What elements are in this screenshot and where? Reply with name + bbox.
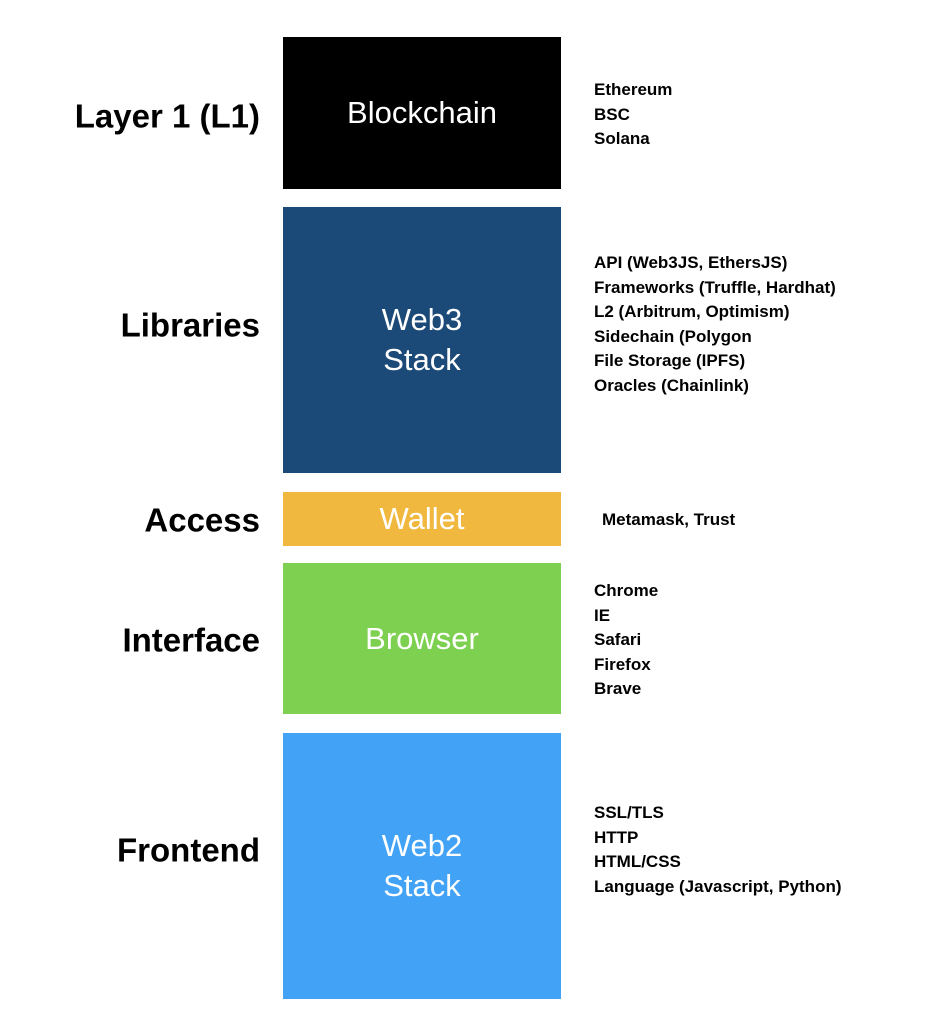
blockchain-block-line1: Blockchain (347, 95, 497, 130)
web3-stack-block: Web3 Stack (283, 207, 561, 473)
web2-stack-block: Web2 Stack (283, 733, 561, 999)
example-item: Metamask, Trust (602, 510, 736, 529)
example-item: Ethereum (594, 80, 673, 99)
wallet-block: Wallet (283, 492, 561, 546)
browser-block: Browser (283, 563, 561, 714)
example-item: File Storage (IPFS) (594, 351, 746, 370)
example-item: API (Web3JS, EthersJS) (594, 253, 788, 272)
example-item: Solana (594, 129, 650, 148)
web2-block-line1: Web2 (381, 828, 463, 863)
libraries-examples: API (Web3JS, EthersJS) Frameworks (Truff… (594, 251, 836, 398)
example-item: Brave (594, 679, 642, 698)
example-item: Frameworks (Truffle, Hardhat) (594, 277, 836, 297)
web2-block-line2: Stack (383, 868, 461, 903)
layer-label-l1: Layer 1 (L1) (74, 97, 260, 135)
example-item: HTTP (594, 827, 639, 847)
example-item: BSC (594, 104, 630, 124)
layer-label-frontend: Frontend (117, 831, 260, 869)
layer-label-interface: Interface (122, 621, 260, 659)
interface-examples: Chrome IE Safari Firefox Brave (594, 579, 658, 702)
browser-block-line1: Browser (365, 620, 479, 656)
example-item: L2 (Arbitrum, Optimism) (594, 302, 790, 321)
example-item: HTML/CSS (594, 852, 681, 871)
web3-block-line2: Stack (383, 342, 461, 377)
web3-block-line1: Web3 (381, 302, 463, 337)
blockchain-examples: Ethereum BSC Solana (594, 78, 672, 152)
layer-label-access: Access (144, 501, 260, 539)
example-item: Safari (594, 630, 642, 649)
example-item: SSL/TLS (594, 803, 664, 822)
wallet-block-line1: Wallet (379, 501, 465, 536)
example-item: Firefox (594, 654, 651, 674)
example-item: Language (Javascript, Python) (594, 876, 842, 896)
example-item: Sidechain (Polygon (594, 326, 752, 346)
example-item: Chrome (594, 581, 659, 600)
access-examples: Metamask, Trust (602, 508, 735, 533)
example-item: Oracles (Chainlink) (594, 375, 749, 395)
frontend-examples: SSL/TLS HTTP HTML/CSS Language (Javascri… (594, 801, 842, 899)
blockchain-block: Blockchain (283, 37, 561, 189)
layer-label-libraries: Libraries (120, 306, 260, 344)
example-item: IE (594, 605, 611, 625)
